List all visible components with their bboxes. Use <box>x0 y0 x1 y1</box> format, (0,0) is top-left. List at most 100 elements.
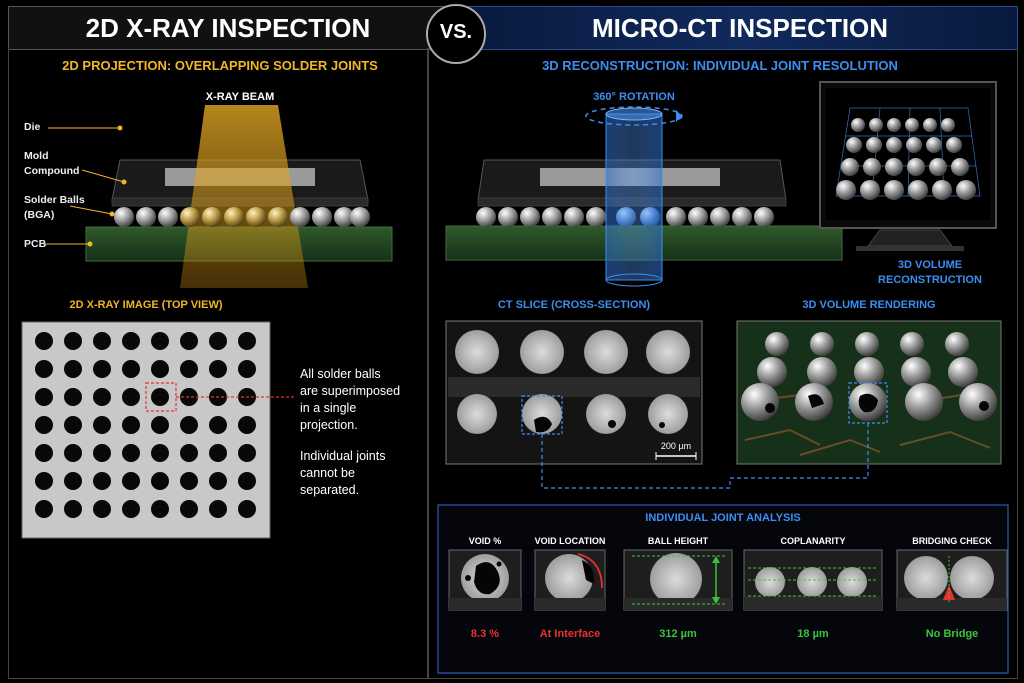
xray-dot <box>64 388 82 406</box>
ct-void <box>534 416 552 433</box>
xray-dot <box>64 500 82 518</box>
xray-dot <box>122 416 140 434</box>
render-sphere <box>855 332 879 356</box>
note-line-5: Individual joints <box>300 449 386 463</box>
note-line-2: are superimposed <box>300 384 401 398</box>
xray-dot <box>93 360 111 378</box>
ct-ball-top <box>455 330 499 374</box>
xray-dot <box>122 472 140 490</box>
left-panel-frame <box>8 48 428 679</box>
xray-dot <box>122 360 140 378</box>
ct-ball-top <box>584 330 628 374</box>
xray-dot <box>238 472 256 490</box>
ct-ball-bottom <box>586 394 626 434</box>
render-title: 3D VOLUME RENDERING <box>802 299 936 311</box>
label-die: Die <box>24 121 41 133</box>
render-sphere <box>900 332 924 356</box>
render-sphere <box>948 357 978 387</box>
analysis-title: INDIVIDUAL JOINT ANALYSIS <box>645 512 801 524</box>
ct-ball-bottom <box>457 394 497 434</box>
xray-dot <box>180 472 198 490</box>
xray-dot <box>93 472 111 490</box>
xray-dot <box>151 360 169 378</box>
xray-dot <box>238 332 256 350</box>
volume-label-1: 3D VOLUME <box>897 259 963 271</box>
metric-value-bridging: No Bridge <box>925 628 979 640</box>
metric-label-bridging: BRIDGING CHECK <box>912 536 992 546</box>
render-sphere <box>854 357 884 387</box>
right-title: MICRO-CT INSPECTION <box>591 13 889 43</box>
note-line-3: in a single <box>300 401 357 415</box>
xray-dot <box>122 500 140 518</box>
metric-label-coplanarity: COPLANARITY <box>780 536 846 546</box>
xray-dot <box>209 472 227 490</box>
xray-dot <box>180 416 198 434</box>
xray-dot <box>35 444 53 462</box>
xray-dot <box>180 332 198 350</box>
xray-dot <box>93 416 111 434</box>
right-panel-frame <box>428 48 1018 679</box>
metric-label-void-location: VOID LOCATION <box>534 536 606 546</box>
xray-dot <box>122 332 140 350</box>
xray-dot <box>122 444 140 462</box>
xray-dot <box>151 472 169 490</box>
xray-dot <box>93 444 111 462</box>
xray-dot <box>151 332 169 350</box>
xray-dot <box>238 444 256 462</box>
right-header-bar <box>466 6 1018 50</box>
render-void <box>808 394 824 408</box>
xray-dot <box>64 444 82 462</box>
xray-dot <box>209 444 227 462</box>
xray-dot <box>93 388 111 406</box>
xray-image-title: 2D X-RAY IMAGE (TOP VIEW) <box>69 299 223 311</box>
xray-dot <box>209 360 227 378</box>
left-subtitle: 2D PROJECTION: OVERLAPPING SOLDER JOINTS <box>62 58 378 73</box>
ct-ball-top <box>520 330 564 374</box>
xray-dot <box>64 472 82 490</box>
xray-dot <box>238 416 256 434</box>
xray-dot <box>180 360 198 378</box>
xray-dot <box>93 500 111 518</box>
render-sphere <box>757 357 787 387</box>
label-mold-1: Mold <box>24 150 49 162</box>
metric-value-coplanarity: 18 µm <box>797 628 829 640</box>
xray-dot <box>35 500 53 518</box>
xray-beam-label: X-RAY BEAM <box>205 91 275 103</box>
xray-dot <box>238 360 256 378</box>
xray-dot <box>35 472 53 490</box>
metric-label-void-percent: VOID % <box>468 536 502 546</box>
xray-dot <box>35 360 53 378</box>
label-solder-1: Solder Balls <box>24 194 85 206</box>
ct-ball-top <box>646 330 690 374</box>
xray-dot <box>238 500 256 518</box>
render-sphere <box>765 332 789 356</box>
render-sphere <box>959 383 997 421</box>
left-title: 2D X-RAY INSPECTION <box>85 13 371 43</box>
ct-ball-bottom <box>648 394 688 434</box>
ct-void <box>608 420 616 428</box>
xray-dot <box>64 332 82 350</box>
xray-dot <box>35 332 53 350</box>
render-sphere <box>905 383 943 421</box>
render-sphere <box>945 332 969 356</box>
label-mold-2: Compound <box>24 165 80 177</box>
label-solder-2: (BGA) <box>24 209 55 221</box>
metric-value-void-location: At Interface <box>539 628 601 640</box>
ct-void <box>659 422 665 428</box>
xray-dot <box>35 388 53 406</box>
left-header-bar <box>8 6 468 50</box>
ct-slice-title: CT SLICE (CROSS-SECTION) <box>497 299 651 311</box>
xray-dot <box>209 500 227 518</box>
xray-dot <box>180 500 198 518</box>
xray-dot <box>209 332 227 350</box>
vs-text: VS. <box>439 21 473 43</box>
render-sphere <box>901 357 931 387</box>
xray-dot <box>93 332 111 350</box>
render-void <box>765 403 775 413</box>
note-line-1: All solder balls <box>300 367 381 381</box>
metric-label-ball-height: BALL HEIGHT <box>647 536 709 546</box>
note-line-4: projection. <box>300 418 358 432</box>
volume-label-2: RECONSTRUCTION <box>878 274 982 286</box>
